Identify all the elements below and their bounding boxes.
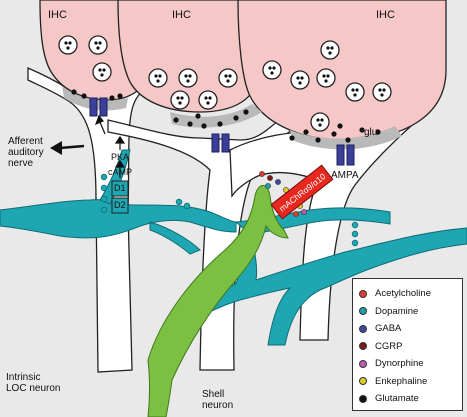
synaptic-cleft-1	[62, 86, 128, 111]
legend-label: Dynorphine	[375, 358, 424, 370]
vesicle-group-ihc3	[262, 40, 392, 132]
afferent-line-3: nerve	[8, 158, 34, 169]
intrinsic-line-2: LOC neuron	[6, 383, 61, 394]
legend-item-enkephaline: Enkephaline	[359, 373, 462, 391]
dopamine-dot-icon	[359, 307, 367, 316]
camp-label: cAMP	[108, 167, 133, 177]
dynorphine-dot-icon	[359, 359, 367, 368]
cgrp-dot-icon	[359, 342, 367, 351]
legend-item-dopamine: Dopamine	[359, 303, 462, 321]
afferent-line-2: auditory	[8, 147, 44, 158]
legend-label: Glutamate	[375, 393, 419, 405]
vesicle-contents	[64, 41, 386, 127]
synaptic-cleft-2	[170, 104, 262, 128]
legend-item-cgrp: CGRP	[359, 338, 462, 356]
legend-label: Dopamine	[375, 305, 419, 317]
legend-label: Enkephaline	[375, 375, 428, 387]
legend-item-acetylcholine: Acetylcholine	[359, 285, 462, 303]
afferent-line-1: Afferent	[8, 136, 43, 147]
ampa-label: AMPA	[331, 170, 359, 181]
shell-line-1: Shell	[202, 389, 225, 400]
d1-receptor-box	[111, 180, 129, 197]
glutamate-dots	[71, 89, 381, 143]
d1-label: D1	[114, 183, 126, 193]
ihc-label-3: IHC	[376, 9, 395, 21]
legend-item-gaba: GABA	[359, 320, 462, 338]
acetylcholine-dot-icon	[359, 289, 367, 298]
glutamate-dot-icon	[359, 394, 367, 403]
legend-label: GABA	[375, 323, 402, 335]
glu-label: glu	[364, 127, 378, 138]
shell-neuron	[147, 185, 289, 417]
intrinsic-line-1: Intrinsic	[6, 372, 41, 383]
enkephaline-dot-icon	[359, 377, 367, 386]
ihc-label-1: IHC	[48, 9, 67, 21]
legend-item-glutamate: Glutamate	[359, 390, 462, 408]
ampa-receptors	[89, 97, 355, 166]
legend: Acetylcholine Dopamine GABA CGRP Dynorph…	[352, 278, 463, 411]
d2-label: D2	[114, 200, 126, 210]
afferent-pointer-arrow	[50, 141, 85, 155]
gaba-dot-icon	[359, 324, 367, 333]
shell-neuron-label: Shell neuron	[202, 389, 233, 411]
legend-item-dynorphine: Dynorphine	[359, 355, 462, 373]
pka-label: PKA	[111, 152, 130, 162]
signal-arrows	[94, 114, 126, 178]
shell-line-2: neuron	[202, 400, 234, 411]
legend-label: Acetylcholine	[375, 288, 431, 300]
vesicle-group-ihc2	[148, 68, 238, 110]
loc-neuron	[0, 199, 467, 346]
d2-receptor-box	[111, 197, 129, 214]
legend-label: CGRP	[375, 340, 403, 352]
intrinsic-loc-label: Intrinsic LOC neuron	[6, 372, 60, 394]
ihc-label-2: IHC	[172, 9, 191, 21]
dopamine-dots	[100, 173, 359, 247]
vesicle-group-ihc1	[58, 35, 112, 82]
afferent-nerve-label: Afferent auditory nerve	[8, 136, 44, 169]
synaptic-cleft-3	[290, 126, 402, 150]
